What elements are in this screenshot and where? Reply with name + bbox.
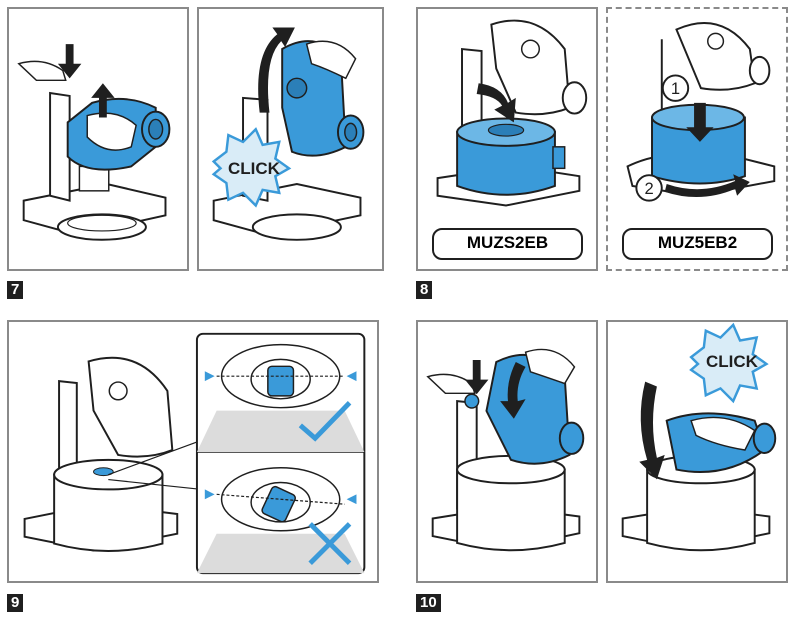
model-label-muz5eb2: MUZ5EB2 xyxy=(622,228,773,260)
step-10-panel-b: CLICK xyxy=(606,320,788,583)
step-number-10: 10 xyxy=(416,594,441,612)
step-10-illustration-click-in-place xyxy=(621,322,777,552)
step-9-illustration-alignment xyxy=(23,332,366,575)
step-10-illustration-lower-head xyxy=(426,348,585,552)
step-8-illustration-alternate-model: 1 2 xyxy=(626,22,776,202)
step-7-panel-a xyxy=(7,7,189,271)
step-7-illustration-lift-head xyxy=(211,27,365,241)
step-8-panel-b: 1 2 MUZ5EB2 xyxy=(606,7,788,271)
model-label-muzs2eb: MUZS2EB xyxy=(432,228,583,260)
step-7-illustration-press-release xyxy=(17,44,171,241)
step-8-illustration-attach-bowl xyxy=(436,19,588,207)
step-7-click-label: CLICK xyxy=(228,159,280,178)
step-10-panel-a xyxy=(416,320,598,583)
substep-2-label: 2 xyxy=(644,179,653,198)
step-9-panel xyxy=(7,320,379,583)
step-number-7: 7 xyxy=(7,281,24,299)
substep-1-label: 1 xyxy=(671,79,680,98)
step-10-click-label: CLICK xyxy=(706,352,758,371)
step-8-panel-a: MUZS2EB xyxy=(416,7,598,271)
step-number-9: 9 xyxy=(7,594,24,612)
step-number-8: 8 xyxy=(416,281,433,299)
step-7-panel-b: CLICK xyxy=(197,7,384,271)
